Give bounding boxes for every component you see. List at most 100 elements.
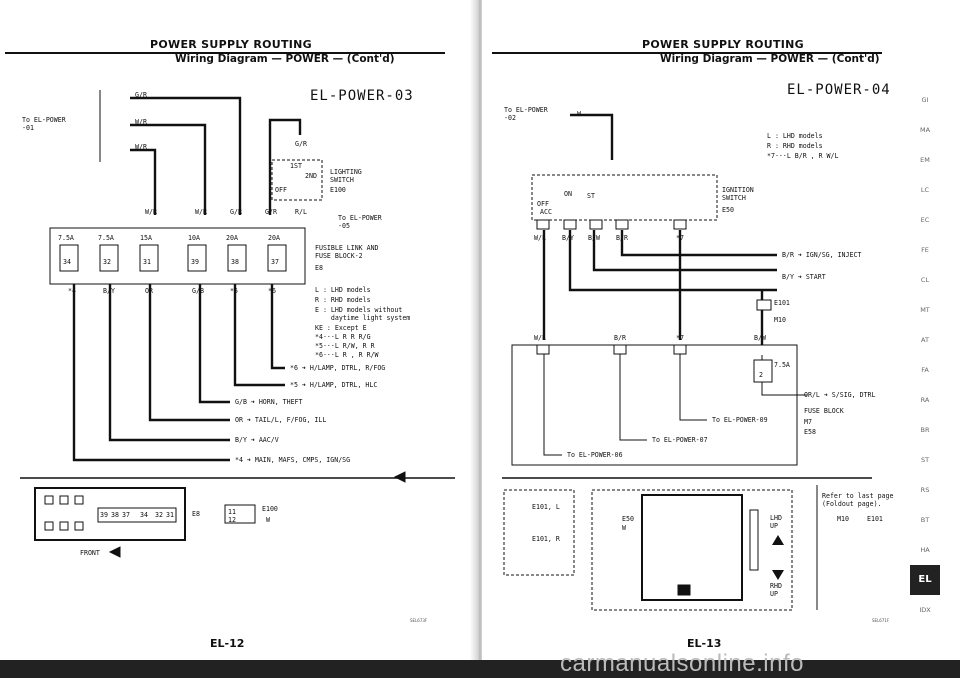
ign-pos-off: OFF: [537, 200, 549, 208]
lower-route-1: OR/L ➜ S/SIG, DTRL: [804, 391, 876, 399]
switch-pos-2nd: 2ND: [305, 172, 317, 180]
route-4: OR ➜ TAIL/L, F/FOG, ILL: [235, 416, 327, 424]
right-diagram-code: EL-POWER-04: [787, 82, 891, 98]
nav-fe[interactable]: FE: [921, 246, 929, 254]
left-header: POWER SUPPLY ROUTING: [150, 38, 313, 51]
fuse-block-label: FUSE BLOCK: [804, 407, 844, 415]
conn-box-1: E101, L: [532, 503, 560, 511]
lighting-switch-label: LIGHTING SWITCH: [330, 168, 362, 184]
right-fuse-num: 2: [759, 371, 763, 379]
legend-line-2: R : RHD models: [315, 296, 371, 304]
small-conn-11: 11: [228, 508, 236, 516]
conn-cell-5: 32: [155, 511, 163, 519]
column-wire-1: W/R: [145, 208, 157, 216]
right-header: POWER SUPPLY ROUTING: [642, 38, 805, 51]
nav-ec[interactable]: EC: [920, 216, 930, 224]
legend-line-7: *6···L R , R R/W: [315, 351, 379, 359]
ign-wire-2: B/Y: [562, 234, 574, 242]
fuse-5-num: 38: [231, 258, 239, 266]
lower-wire-3: *7: [676, 334, 684, 342]
nav-em[interactable]: EM: [920, 156, 930, 164]
fuse-1-rating: 7.5A: [58, 234, 74, 242]
nav-ma[interactable]: MA: [919, 126, 931, 134]
bottom-wire-4: G/B: [192, 287, 204, 295]
lighting-switch-conn: E100: [330, 186, 346, 194]
fuse-block-conn-e58: E58: [804, 428, 816, 436]
fuse-2-num: 32: [103, 258, 111, 266]
ign-pos-on: ON: [564, 190, 572, 198]
fuse-6-rating: 20A: [268, 234, 280, 242]
bottom-wire-6: *6: [268, 287, 276, 295]
ign-wire-4: B/R: [616, 234, 628, 242]
route-1: *6 ➜ H/LAMP, DTRL, R/FOG: [290, 364, 386, 372]
top-wire-3: W/R: [135, 143, 147, 151]
section-index: GI MA EM LC EC FE CL MT AT FA RA BR ST R…: [910, 85, 940, 625]
right-fuse-rating: 7.5A: [774, 361, 790, 369]
refer-text: Refer to last page (Foldout page).: [822, 492, 894, 508]
route-2: *5 ➜ H/LAMP, DTRL, HLC: [290, 381, 378, 389]
nav-fa[interactable]: FA: [921, 366, 929, 374]
fuse-block-conn-m7: M7: [804, 418, 812, 426]
conn-tag-e8: E8: [192, 510, 200, 518]
conn-cell-6: 31: [166, 511, 174, 519]
right-route-2: B/Y ➜ START: [782, 273, 826, 281]
fuse-3-rating: 15A: [140, 234, 152, 242]
nav-mt[interactable]: MT: [920, 306, 930, 314]
fuse-block-conn: E8: [315, 264, 323, 272]
ignition-switch-label: IGNITION SWITCH: [722, 186, 754, 202]
legend-line-3: E : LHD models without daytime light sys…: [315, 306, 411, 322]
switch-pos-off: OFF: [275, 186, 287, 194]
fuse-1-num: 34: [63, 258, 71, 266]
fuse-4-rating: 10A: [188, 234, 200, 242]
right-legend-3: *7···L B/R , R W/L: [767, 152, 839, 160]
left-page: POWER SUPPLY ROUTING Wiring Diagram — PO…: [0, 0, 478, 660]
nav-el-active[interactable]: EL: [910, 565, 940, 595]
conn-cell-2: 38: [111, 511, 119, 519]
ign-wire-3: B/W: [588, 234, 600, 242]
nav-ra[interactable]: RA: [920, 396, 930, 404]
nav-gi[interactable]: GI: [921, 96, 929, 104]
ign-wire-5: *7: [676, 234, 684, 242]
ignition-conn: E50: [722, 206, 734, 214]
ign-pos-acc: ACC: [540, 208, 552, 216]
lower-route-2: To EL-POWER-09: [712, 416, 768, 424]
conn-box-3: E50: [622, 515, 634, 523]
column-wire-4: G/R: [265, 208, 277, 216]
nav-at[interactable]: AT: [921, 336, 929, 344]
nav-st[interactable]: ST: [920, 456, 930, 464]
right-image-code: SEL671F: [872, 618, 890, 623]
conn-tag-e100: E100: [262, 505, 278, 513]
right-route-1: B/R ➜ IGN/SG, INJECT: [782, 251, 862, 259]
lower-route-3: To EL-POWER-07: [652, 436, 708, 444]
rhd-up: RHD UP: [770, 582, 782, 598]
left-image-code: SEL673F: [410, 618, 428, 623]
conn-e101: E101: [774, 299, 790, 307]
nav-cl[interactable]: CL: [920, 276, 930, 284]
conn-box-2: E101, R: [532, 535, 560, 543]
fuse-3-num: 31: [143, 258, 151, 266]
watermark: carmanualsonline.info: [560, 650, 804, 677]
conn-cell-3: 37: [122, 511, 130, 519]
to-el-power-02-label: To EL-POWER -02: [504, 106, 548, 122]
nav-lc[interactable]: LC: [920, 186, 930, 194]
nav-ha[interactable]: HA: [920, 546, 930, 554]
conn-cell-1: 39: [100, 511, 108, 519]
lower-wire-4: B/W: [754, 334, 766, 342]
route-5: B/Y ➜ AAC/V: [235, 436, 279, 444]
nav-idx[interactable]: IDX: [919, 606, 931, 614]
top-wire-2: W/R: [135, 118, 147, 126]
nav-br[interactable]: BR: [920, 426, 930, 434]
bottom-wire-3: OR: [145, 287, 153, 295]
nav-rs[interactable]: RS: [920, 486, 930, 494]
left-header-rule: [5, 52, 445, 54]
right-footer: EL-13: [687, 637, 722, 650]
legend-line-4: KE : Except E: [315, 324, 367, 332]
front-label: FRONT: [80, 549, 100, 557]
to-el-power-05-label: To EL-POWER -05: [338, 214, 382, 230]
right-legend-1: L : LHD models: [767, 132, 823, 140]
bottom-bar: [0, 660, 960, 678]
nav-bt[interactable]: BT: [920, 516, 930, 524]
ign-wire-1: W/L: [534, 234, 546, 242]
left-wiring-diagram: [20, 90, 455, 558]
fuse-2-rating: 7.5A: [98, 234, 114, 242]
